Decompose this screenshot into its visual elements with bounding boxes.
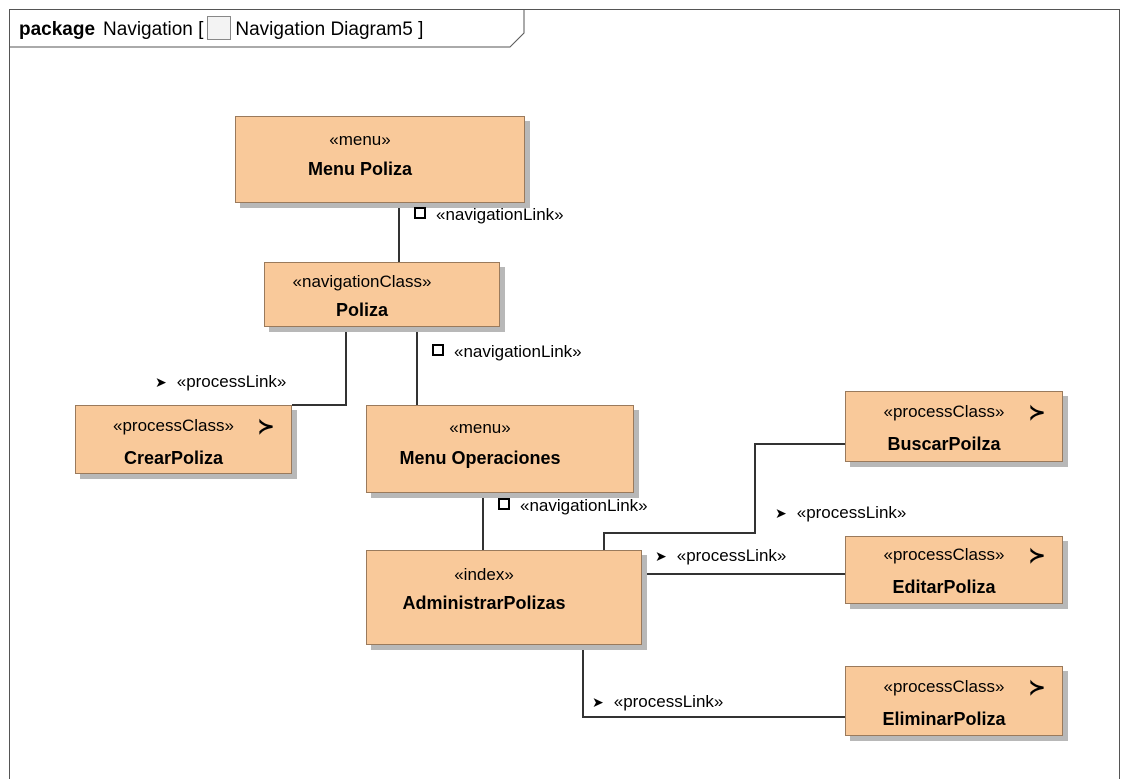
link-label-text: «processLink» xyxy=(176,372,287,391)
link-label-process: ➤ «processLink» xyxy=(655,546,786,566)
node-name: Poliza xyxy=(335,300,388,320)
node-name: Menu Poliza xyxy=(307,159,412,179)
process-link-icon: ➤ xyxy=(592,694,604,710)
link-label-process: ➤ «processLink» xyxy=(592,692,723,712)
node-menu-poliza[interactable]: «menu» Menu Poliza xyxy=(235,116,525,203)
node-eliminar-poliza[interactable]: «processClass» ≻ EliminarPoliza xyxy=(845,666,1063,736)
frame-tab-border xyxy=(9,9,525,48)
process-class-icon: ≻ xyxy=(1028,545,1046,567)
stereotype-label: «menu» xyxy=(449,418,511,437)
process-class-icon: ≻ xyxy=(257,416,275,438)
stereotype-label: «menu» xyxy=(329,130,391,149)
process-class-icon: ≻ xyxy=(1028,402,1046,424)
node-name: EditarPoliza xyxy=(892,577,996,597)
process-link-icon: ➤ xyxy=(155,374,167,390)
stereotype-label: «processClass» xyxy=(883,545,1005,564)
package-name: Navigation xyxy=(103,19,193,40)
link-label-text: «navigationLink» xyxy=(454,342,582,361)
node-editar-poliza[interactable]: «processClass» ≻ EditarPoliza xyxy=(845,536,1063,604)
diagram-name: Navigation Diagram5 xyxy=(235,19,413,40)
frame-title: package Navigation [ Navigation Diagram5 ] xyxy=(19,16,423,41)
node-name: EliminarPoliza xyxy=(882,709,1006,729)
connector-administrar-to-eliminar xyxy=(582,645,845,718)
open-bracket: [ xyxy=(198,19,204,40)
process-link-icon: ➤ xyxy=(775,505,787,521)
node-name: CrearPoliza xyxy=(123,448,224,468)
link-label-text: «processLink» xyxy=(613,692,724,711)
link-label-process: ➤ «processLink» xyxy=(775,503,906,523)
link-label-navigation: «navigationLink» xyxy=(498,496,648,516)
node-name: AdministrarPolizas xyxy=(402,593,566,613)
stereotype-label: «navigationClass» xyxy=(292,272,432,291)
stereotype-label: «index» xyxy=(454,565,514,584)
package-frame xyxy=(9,9,1120,779)
node-menu-operaciones[interactable]: «menu» Menu Operaciones xyxy=(366,405,634,493)
link-label-navigation: «navigationLink» xyxy=(414,205,564,225)
node-name: Menu Operaciones xyxy=(399,448,561,468)
process-link-icon: ➤ xyxy=(655,548,667,564)
node-administrar-polizas[interactable]: «index» AdministrarPolizas xyxy=(366,550,642,645)
process-class-icon: ≻ xyxy=(1028,677,1046,699)
frame-keyword: package xyxy=(19,19,96,40)
stereotype-label: «processClass» xyxy=(113,416,234,435)
node-poliza[interactable]: «navigationClass» Poliza xyxy=(264,262,500,327)
navigation-link-icon xyxy=(498,498,510,510)
diagram-icon xyxy=(207,16,232,40)
connectors xyxy=(292,203,845,718)
node-name: BuscarPoilza xyxy=(887,434,1001,454)
connector-poliza-to-crear-poliza xyxy=(292,327,347,406)
stereotype-label: «processClass» xyxy=(883,677,1005,696)
connector-administrar-to-buscar xyxy=(603,443,845,550)
navigation-link-icon xyxy=(432,344,444,356)
link-label-text: «navigationLink» xyxy=(520,496,648,515)
link-label-text: «navigationLink» xyxy=(436,205,564,224)
node-buscar-poilza[interactable]: «processClass» ≻ BuscarPoilza xyxy=(845,391,1063,462)
node-crear-poliza[interactable]: «processClass» ≻ CrearPoliza xyxy=(75,405,292,474)
close-bracket: ] xyxy=(418,19,424,40)
link-label-process: ➤ «processLink» xyxy=(155,372,286,392)
link-label-text: «processLink» xyxy=(676,546,787,565)
link-label-text: «processLink» xyxy=(796,503,907,522)
navigation-link-icon xyxy=(414,207,426,219)
link-label-navigation: «navigationLink» xyxy=(432,342,582,362)
stereotype-label: «processClass» xyxy=(883,402,1005,421)
